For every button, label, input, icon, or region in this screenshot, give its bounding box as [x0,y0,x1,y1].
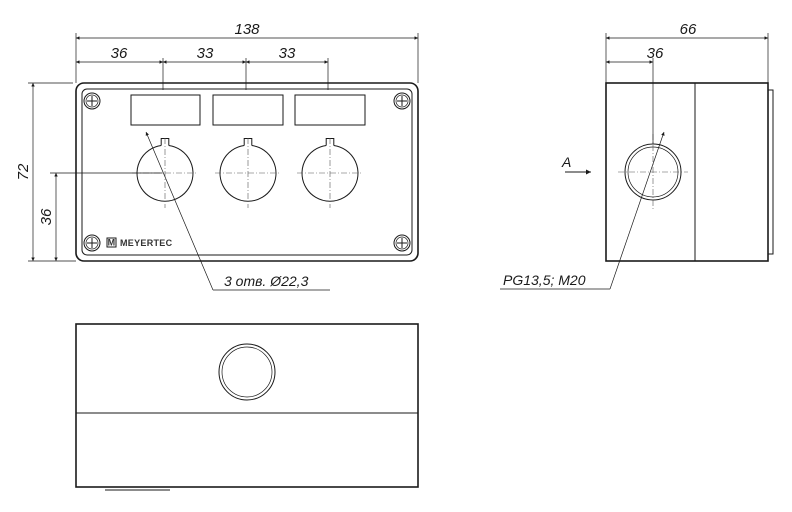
screw-icon [393,234,411,252]
side-back-rim [768,89,774,255]
front-lid-outline [81,88,413,256]
screw-icon [83,234,101,252]
dimension-hole-height: 36 [38,208,55,225]
brand-logo: M MEYERTEC [106,237,173,248]
dimension-pitch-second: 33 [197,45,214,62]
dimension-pitch-third: 33 [279,45,296,62]
bottom-entry-inner [221,346,273,398]
brand-logo-icon [106,237,117,248]
button-hole-1 [136,138,194,202]
bottom-view [75,323,419,491]
dimension-side-hole-offset: 36 [647,45,664,62]
cable-entry-leader [609,131,665,290]
dimension-overall-height: 72 [15,163,32,180]
front-view: M MEYERTEC [75,82,419,262]
label-window-2 [212,94,284,126]
button-hole-3 [301,138,359,202]
front-dimensions: 138 36 33 33 72 36 3 отв. Ø22,3 [15,21,419,291]
label-window-3 [294,94,366,126]
hole-diameter-leader [145,131,214,291]
dimension-offset-first: 36 [111,45,128,62]
side-view: A [561,82,774,262]
side-body-outline [605,82,769,262]
bottom-entry-outer [218,343,276,401]
brand-logo-letter: M [108,238,116,248]
screw-icon [83,92,101,110]
dimension-side-depth: 66 [680,21,697,38]
front-body-outline [75,82,419,262]
hole-note: 3 отв. Ø22,3 [224,273,309,289]
brand-name: MEYERTEC [120,238,173,248]
screw-icon [393,92,411,110]
cable-entry-center-lines [618,134,688,210]
hole-center-line-vertical [164,138,331,208]
cable-entry-note: PG13,5; M20 [503,272,586,288]
label-window-1 [130,94,201,126]
bottom-body-outline [75,323,419,488]
dimension-overall-width: 138 [234,21,260,38]
side-dimensions: 66 36 PG13,5; M20 [500,21,769,290]
view-marker: A [561,154,571,170]
button-hole-2 [219,138,277,202]
